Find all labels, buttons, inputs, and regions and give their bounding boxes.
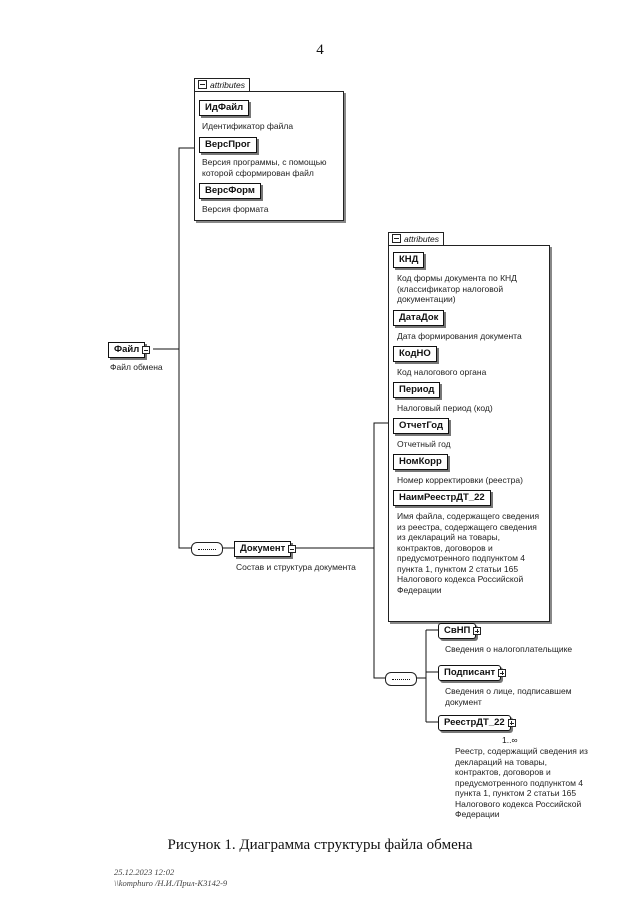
- attr-label: НаимРеестрДТ_22: [399, 492, 485, 503]
- attr-label: ИдФайл: [205, 102, 244, 113]
- attr-period[interactable]: Период: [393, 382, 441, 398]
- collapse-icon[interactable]: [198, 80, 207, 90]
- attributes-label: attributes: [210, 80, 245, 90]
- attr-desc: Код налогового органа: [397, 367, 487, 377]
- element-label: РеестрДТ_22: [444, 717, 505, 728]
- attr-desc: Имя файла, содержащего сведения из реест…: [397, 511, 540, 595]
- element-document-desc: Состав и структура документа: [236, 562, 356, 572]
- attr-otchetgod[interactable]: ОтчетГод: [393, 418, 449, 434]
- element-desc: Сведения о налогоплательщике: [445, 644, 573, 654]
- expand-icon[interactable]: [507, 719, 516, 727]
- root-element-desc: Файл обмена: [110, 362, 163, 372]
- attr-label: КНД: [399, 254, 419, 265]
- attr-desc: Версия программы, с помощью которой сфор…: [202, 157, 327, 178]
- attr-desc: Дата формирования документа: [397, 331, 522, 341]
- element-reestrdt22[interactable]: РеестрДТ_22: [438, 715, 516, 731]
- expand-icon[interactable]: [473, 627, 482, 635]
- attr-nomkorr[interactable]: НомКорр: [393, 454, 448, 470]
- root-attributes-header[interactable]: attributes: [194, 78, 250, 92]
- element-label: СвНП: [444, 625, 471, 636]
- element-desc: Сведения о лице, подписавшем документ: [445, 686, 572, 707]
- attr-label: ДатаДок: [399, 312, 439, 323]
- attr-versform[interactable]: ВерсФорм: [199, 183, 261, 199]
- attr-label: КодНО: [399, 348, 431, 359]
- collapse-icon[interactable]: [392, 234, 401, 244]
- attr-desc: Версия формата: [202, 204, 269, 214]
- attr-label: НомКорр: [399, 456, 442, 467]
- attr-desc: Идентификатор файла: [202, 121, 294, 131]
- attr-desc: Код формы документа по КНД (классификато…: [397, 273, 517, 304]
- attr-knd[interactable]: КНД: [393, 252, 425, 268]
- figure-caption: Рисунок 1. Диаграмма структуры файла обм…: [167, 837, 473, 853]
- element-podpisant[interactable]: Подписант: [438, 665, 507, 681]
- attr-kodno[interactable]: КодНО: [393, 346, 437, 362]
- element-svnp[interactable]: СвНП: [438, 623, 482, 639]
- attributes-label: attributes: [404, 234, 439, 244]
- attr-label: ОтчетГод: [399, 420, 443, 431]
- sequence-compositor-icon[interactable]: [191, 542, 223, 556]
- attr-label: ВерсФорм: [205, 185, 255, 196]
- sequence-compositor-icon[interactable]: [385, 672, 417, 686]
- attr-naimreestrdt22[interactable]: НаимРеестрДТ_22: [393, 490, 491, 506]
- collapse-icon[interactable]: [288, 545, 297, 553]
- attr-label: ВерсПрог: [205, 139, 251, 150]
- attr-datadok[interactable]: ДатаДок: [393, 310, 445, 326]
- print-stamp-date: 25.12.2023 12:02: [114, 867, 175, 877]
- attr-desc: Номер корректировки (реестра): [397, 475, 523, 485]
- document-attributes-header[interactable]: attributes: [388, 232, 444, 246]
- page-number: 4: [316, 42, 324, 58]
- attr-desc: Отчетный год: [397, 439, 451, 449]
- element-document-label: Документ: [240, 543, 286, 554]
- print-stamp-path: \\komphuro /Н.И./Прил-К3142-9: [114, 878, 228, 888]
- attr-desc: Налоговый период (код): [397, 403, 493, 413]
- cardinality-label: 1..∞: [502, 735, 518, 745]
- element-document[interactable]: Документ: [234, 541, 297, 557]
- collapse-icon[interactable]: [142, 346, 151, 354]
- element-label: Подписант: [444, 667, 496, 678]
- expand-icon[interactable]: [498, 669, 507, 677]
- attr-idfile[interactable]: ИдФайл: [199, 100, 250, 116]
- attr-versprog[interactable]: ВерсПрог: [199, 137, 257, 153]
- root-element-file[interactable]: Файл: [108, 342, 151, 358]
- element-desc: Реестр, содержащий сведения из деклараци…: [455, 746, 588, 819]
- attr-label: Период: [399, 384, 435, 395]
- root-element-label: Файл: [114, 344, 140, 355]
